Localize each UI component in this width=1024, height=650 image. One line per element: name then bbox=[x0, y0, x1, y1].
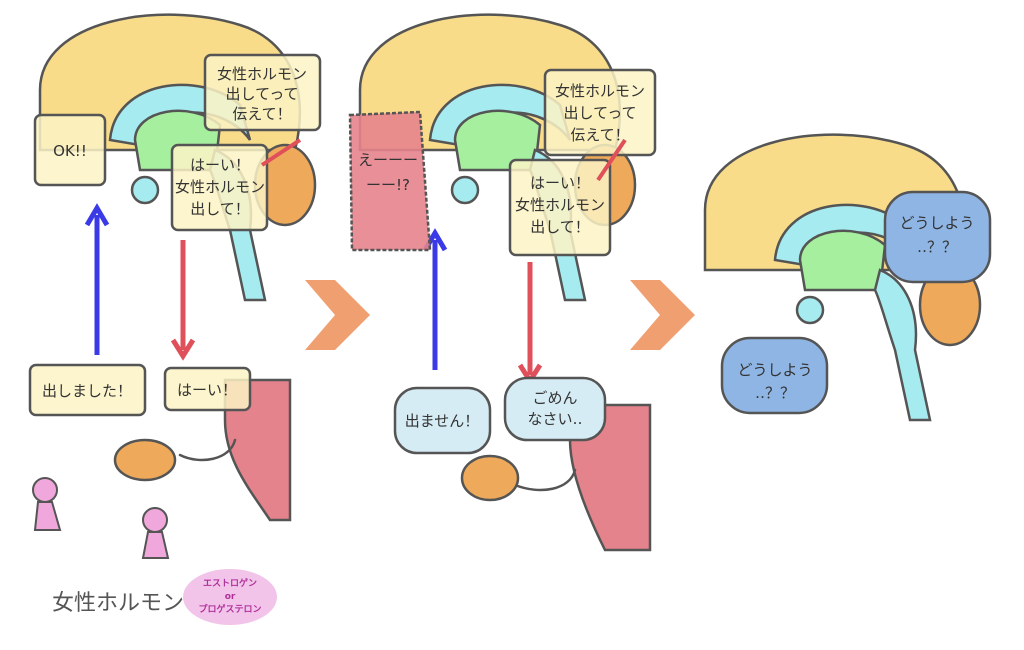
bubble-text: OK!! bbox=[53, 142, 87, 160]
bubble-text: ーー!? bbox=[366, 176, 410, 194]
bubble-text: 伝えて！ bbox=[570, 126, 629, 144]
uterus bbox=[568, 403, 652, 552]
uterus bbox=[223, 378, 292, 522]
panel-no-response: 女性ホルモン 出してって 伝えて！ えーーー ーー!? はーい！ 女性ホルモン … bbox=[348, 13, 657, 552]
worry-bubble bbox=[883, 190, 992, 284]
bubble-text: 女性ホルモン bbox=[555, 82, 645, 100]
bubble-text: どうしよう bbox=[899, 214, 974, 232]
bubble-text: 伝えて！ bbox=[232, 105, 291, 123]
bubble-text: ‥？？ bbox=[917, 238, 957, 256]
bubble-text: どうしよう bbox=[737, 361, 812, 379]
bubble-text: はーい！ bbox=[177, 381, 237, 399]
bubble-text: 女性ホルモン bbox=[217, 65, 307, 83]
hormone-angel bbox=[32, 477, 170, 559]
hormone-label: 女性ホルモン bbox=[52, 591, 184, 616]
hormone-types-oval bbox=[183, 569, 277, 625]
bubble-text: はーい！ bbox=[530, 174, 590, 192]
bubble-text: 女性ホルモン bbox=[175, 178, 265, 196]
ovary bbox=[460, 454, 520, 502]
bubble-text: はーい！ bbox=[190, 156, 250, 174]
panel-normal: 女性ホルモン 出してって 伝えて！ OK!! はーい！ 女性ホルモン 出して！ … bbox=[28, 13, 322, 625]
hormone-type: or bbox=[225, 592, 236, 602]
ovary bbox=[113, 438, 177, 482]
panel-confused: どうしよう ‥？？ どうしよう ‥？？ bbox=[703, 133, 992, 422]
bubble-text: 出して！ bbox=[530, 218, 590, 236]
bubble-text: 出しました！ bbox=[42, 382, 132, 400]
bubble-text: 出してって bbox=[226, 85, 299, 103]
bubble-text: なさい‥ bbox=[527, 410, 582, 428]
bubble-text: ごめん bbox=[532, 389, 577, 407]
bubble-text: えーーー bbox=[358, 151, 418, 169]
surprise-bubble bbox=[348, 110, 432, 252]
bubble-text: 出して！ bbox=[190, 200, 250, 218]
bubble-text: 女性ホルモン bbox=[515, 196, 605, 214]
hormone-type: プロゲステロン bbox=[198, 603, 261, 615]
bubble-text: 出ません！ bbox=[405, 412, 480, 430]
hormone-type: エストロゲン bbox=[203, 577, 257, 589]
bubble-text: ‥？？ bbox=[755, 384, 795, 402]
next-arrow bbox=[305, 280, 370, 350]
next-arrow bbox=[630, 280, 695, 350]
worry-bubble bbox=[720, 336, 829, 415]
bubble-text: 出してって bbox=[564, 104, 637, 122]
